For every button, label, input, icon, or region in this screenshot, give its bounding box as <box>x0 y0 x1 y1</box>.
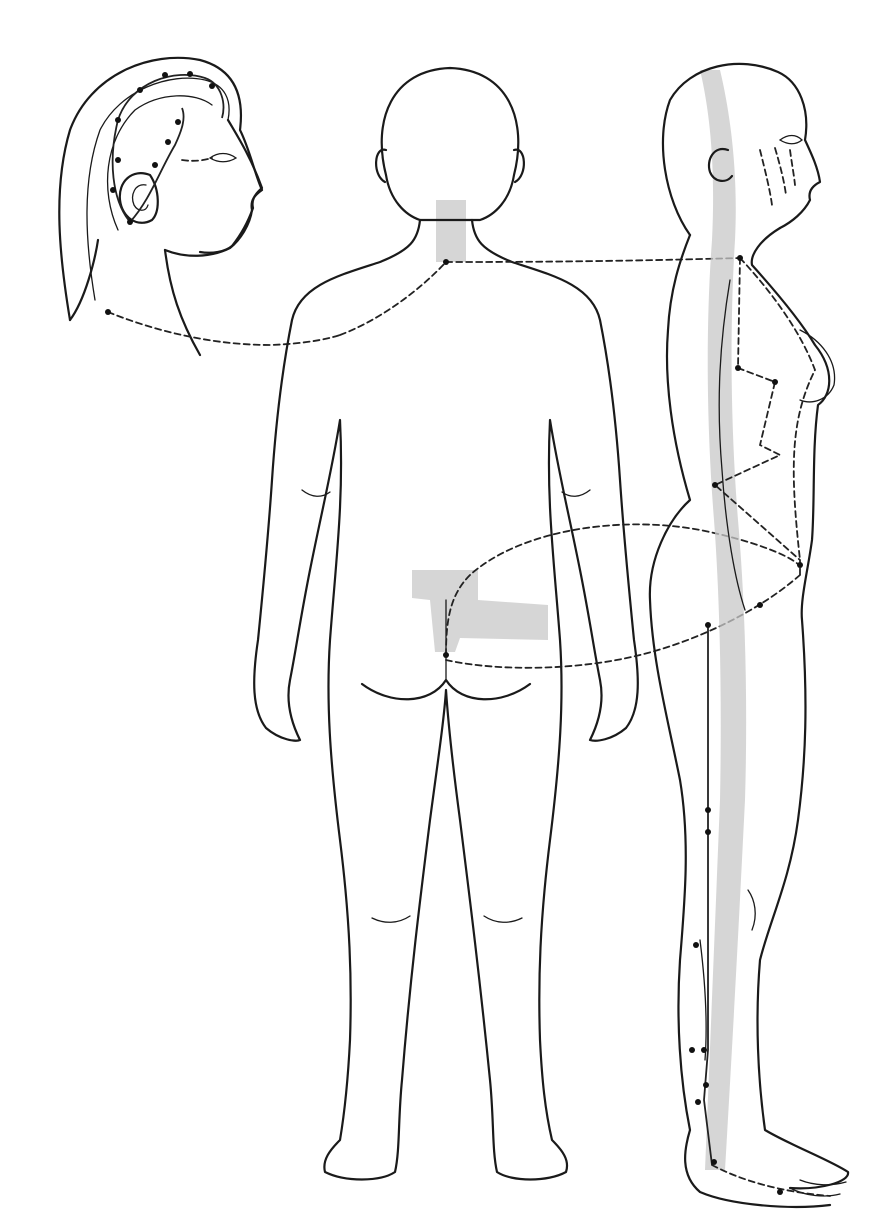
side-point <box>701 1047 707 1053</box>
body-side-view <box>650 64 848 1207</box>
back-knee-left <box>372 916 410 922</box>
side-point <box>711 1159 717 1165</box>
head-point <box>127 219 133 225</box>
head-point <box>110 187 116 193</box>
head-point <box>175 119 181 125</box>
side-point <box>735 365 741 371</box>
head-side-view <box>59 58 340 355</box>
back-shoulder-meridian <box>340 258 740 335</box>
head-point <box>137 87 143 93</box>
head-point <box>115 157 121 163</box>
side-meridian-band <box>700 70 746 1170</box>
head-neck-back <box>70 240 98 320</box>
head-hair-outline <box>59 58 262 320</box>
side-point <box>712 482 718 488</box>
head-eye <box>210 154 236 162</box>
back-point <box>443 652 449 658</box>
head-point <box>152 162 158 168</box>
side-torso-meridian-front <box>740 258 815 560</box>
head-point <box>162 72 168 78</box>
head-meridian-face <box>182 158 212 161</box>
back-point <box>443 259 449 265</box>
side-point <box>689 1047 695 1053</box>
head-point <box>187 71 193 77</box>
side-point <box>737 255 743 261</box>
side-point <box>703 1082 709 1088</box>
head-face-outline <box>200 120 262 253</box>
side-point <box>695 1099 701 1105</box>
head-point <box>165 139 171 145</box>
head-meridian-neck <box>108 312 340 345</box>
head-neck-front <box>165 250 200 355</box>
side-point <box>705 829 711 835</box>
head-point <box>115 117 121 123</box>
back-neck-shading <box>436 200 466 262</box>
side-foot-meridian <box>712 1165 830 1196</box>
side-head <box>663 64 820 235</box>
side-face-meridian <box>760 148 795 205</box>
side-point <box>757 602 763 608</box>
back-elbow-right <box>562 490 590 496</box>
side-breast <box>800 330 835 402</box>
side-point <box>693 942 699 948</box>
back-body-outline <box>254 220 638 1180</box>
side-point <box>705 622 711 628</box>
side-knee <box>748 890 755 930</box>
side-point <box>777 1189 783 1195</box>
side-point <box>772 379 778 385</box>
side-point <box>705 807 711 813</box>
head-point <box>105 309 111 315</box>
back-sacral-shading <box>412 570 548 652</box>
back-head <box>382 68 519 220</box>
side-point <box>797 562 803 568</box>
head-point <box>209 83 215 89</box>
side-calf <box>700 940 706 1060</box>
head-ear-inner <box>133 185 148 210</box>
side-eye <box>780 136 802 144</box>
back-knee-right <box>484 916 522 922</box>
